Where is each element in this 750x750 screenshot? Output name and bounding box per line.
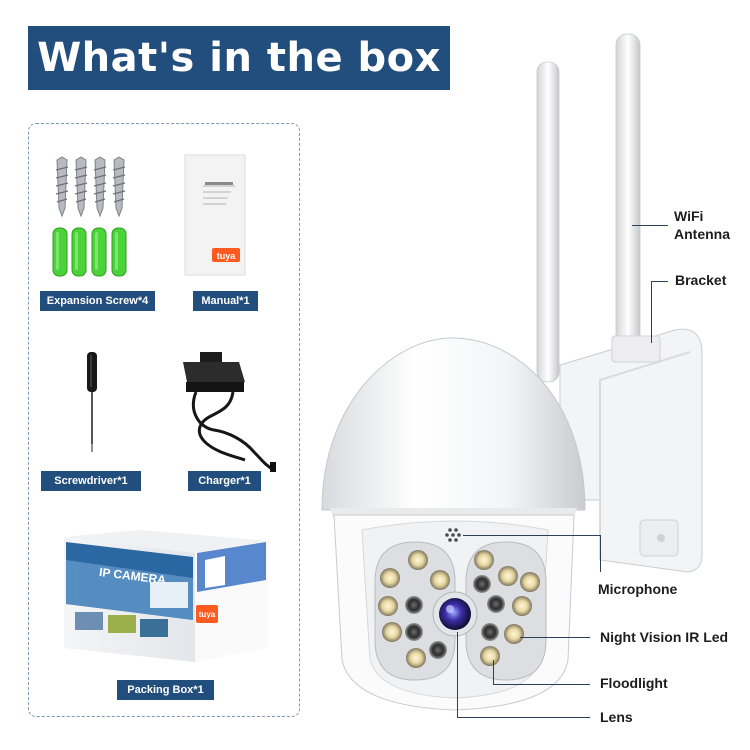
led-cluster-left [374, 541, 456, 681]
callout-wifi-line1: WiFi [674, 208, 704, 224]
leader-floodlight-v [493, 660, 495, 685]
screwdriver [87, 352, 97, 452]
leader-microphone-h [463, 535, 601, 537]
leader-floodlight [493, 684, 590, 686]
leader-bracket-h [651, 281, 668, 283]
leader-microphone-v [600, 535, 602, 572]
callout-night-vision: Night Vision IR Led [600, 629, 729, 645]
manual-tuya-logo: tuya [217, 251, 237, 261]
callout-wifi-line2: Antenna [674, 226, 730, 242]
label-packing-box: Packing Box*1 [117, 680, 214, 700]
expansion-screw-set [52, 156, 127, 277]
leader-wifi-antenna [632, 225, 668, 227]
packing-box [64, 530, 268, 662]
callout-floodlight: Floodlight [600, 675, 668, 691]
microphone-holes [445, 528, 461, 542]
label-manual: Manual*1 [193, 291, 258, 311]
packing-box-tuya-badge: tuya [199, 610, 216, 619]
manual-booklet [184, 154, 246, 276]
callout-lens: Lens [600, 709, 633, 725]
label-screwdriver: Screwdriver*1 [41, 471, 141, 491]
callout-bracket: Bracket [675, 272, 727, 288]
label-charger: Charger*1 [188, 471, 261, 491]
leader-night-vision [520, 637, 590, 639]
callout-microphone: Microphone [598, 581, 678, 597]
led-cluster-right [465, 541, 547, 681]
leader-lens-h [457, 717, 590, 719]
camera-lens [432, 591, 478, 637]
camera-bracket [559, 328, 703, 573]
box-contents-panel [28, 123, 300, 717]
banner-title: What's in the box [28, 26, 450, 90]
leader-lens-v [457, 632, 459, 718]
wifi-antenna [536, 33, 641, 385]
leader-bracket-v [651, 281, 653, 343]
label-expansion-screw: Expansion Screw*4 [40, 291, 155, 311]
charger-adapter [183, 352, 276, 472]
